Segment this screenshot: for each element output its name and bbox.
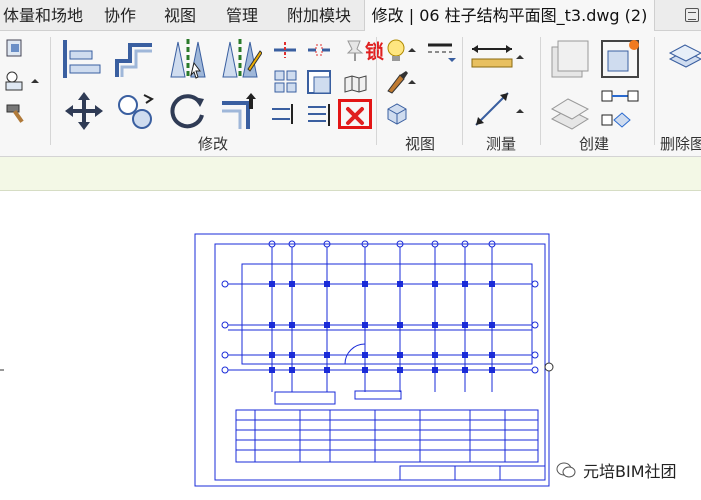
unpin-icon[interactable] <box>342 73 370 95</box>
panel-separator <box>462 37 463 145</box>
lock-annotation: 锁 <box>365 41 385 63</box>
delete-icon[interactable] <box>344 105 366 127</box>
measure-between-references-icon[interactable] <box>470 41 532 71</box>
line-style-icon[interactable] <box>426 39 458 63</box>
tab-massing-site[interactable]: 体量和场地 <box>2 6 83 25</box>
panel-label-view: 视图 <box>404 135 435 153</box>
watermark: 元培BIM社团 <box>556 456 680 484</box>
trim-extend-single-icon[interactable] <box>270 103 298 125</box>
mirror-draw-axis-icon[interactable] <box>218 37 262 81</box>
create-assembly-icon[interactable] <box>548 89 592 133</box>
array-icon[interactable] <box>273 69 299 95</box>
pin-icon[interactable] <box>342 37 368 63</box>
hide-in-view-icon[interactable] <box>384 37 424 63</box>
tab-view[interactable]: 视图 <box>163 6 196 25</box>
split-element-icon[interactable] <box>272 39 298 61</box>
create-similar-icon[interactable] <box>598 87 642 131</box>
delete-layers-icon[interactable] <box>668 39 701 75</box>
move-icon[interactable] <box>62 89 106 133</box>
hammer-icon[interactable] <box>4 101 30 125</box>
grip-handle-right <box>544 362 554 372</box>
mirror-pick-axis-icon[interactable] <box>166 37 210 81</box>
dwg-drawing[interactable] <box>0 192 701 500</box>
drawing-area[interactable] <box>0 192 701 500</box>
paste-icon[interactable] <box>4 37 30 61</box>
panel-separator <box>654 37 655 145</box>
watermark-text: 元培BIM社团 <box>580 458 680 482</box>
trim-extend-multiple-icon[interactable] <box>306 103 334 127</box>
tab-collaborate[interactable]: 协作 <box>103 6 136 25</box>
create-part-icon[interactable] <box>548 37 592 81</box>
join-geometry-icon[interactable] <box>2 69 42 93</box>
panel-separator <box>540 37 541 145</box>
override-graphics-icon[interactable] <box>384 69 424 95</box>
sheet-border <box>194 233 550 487</box>
offset-icon[interactable] <box>112 37 160 81</box>
copy-icon[interactable] <box>114 89 158 133</box>
ribbon: 锁 修改 <box>0 31 701 157</box>
tab-modify-dwg[interactable]: 修改 | 06 柱子结构平面图_t3.dwg (2) <box>364 0 655 32</box>
split-with-gap-icon[interactable] <box>306 39 332 61</box>
aligned-dimension-icon[interactable] <box>470 87 532 131</box>
tab-manage[interactable]: 管理 <box>225 6 258 25</box>
panel-label-measure: 测量 <box>485 135 516 153</box>
panel-label-create: 创建 <box>578 135 609 153</box>
ribbon-tab-bar: 体量和场地 协作 视图 管理 附加模块 修改 | 06 柱子结构平面图_t3.d… <box>0 0 701 32</box>
create-group-icon[interactable] <box>598 37 642 81</box>
delete-layers-label[interactable]: 删除图 <box>660 135 701 153</box>
panel-label-modify: 修改 <box>197 135 228 153</box>
panel-separator <box>50 37 51 145</box>
highlight-box <box>338 99 372 129</box>
scale-icon[interactable] <box>306 69 334 95</box>
selection-box-icon[interactable] <box>384 101 410 127</box>
options-bar <box>0 157 701 191</box>
tab-add-ins[interactable]: 附加模块 <box>286 6 351 25</box>
panel-separator <box>376 37 377 145</box>
trim-extend-corner-icon[interactable] <box>218 89 262 133</box>
align-icon[interactable] <box>60 37 104 81</box>
rotate-icon[interactable] <box>166 89 210 133</box>
wechat-icon <box>556 462 576 478</box>
panel-toggle-icon[interactable] <box>685 8 699 22</box>
